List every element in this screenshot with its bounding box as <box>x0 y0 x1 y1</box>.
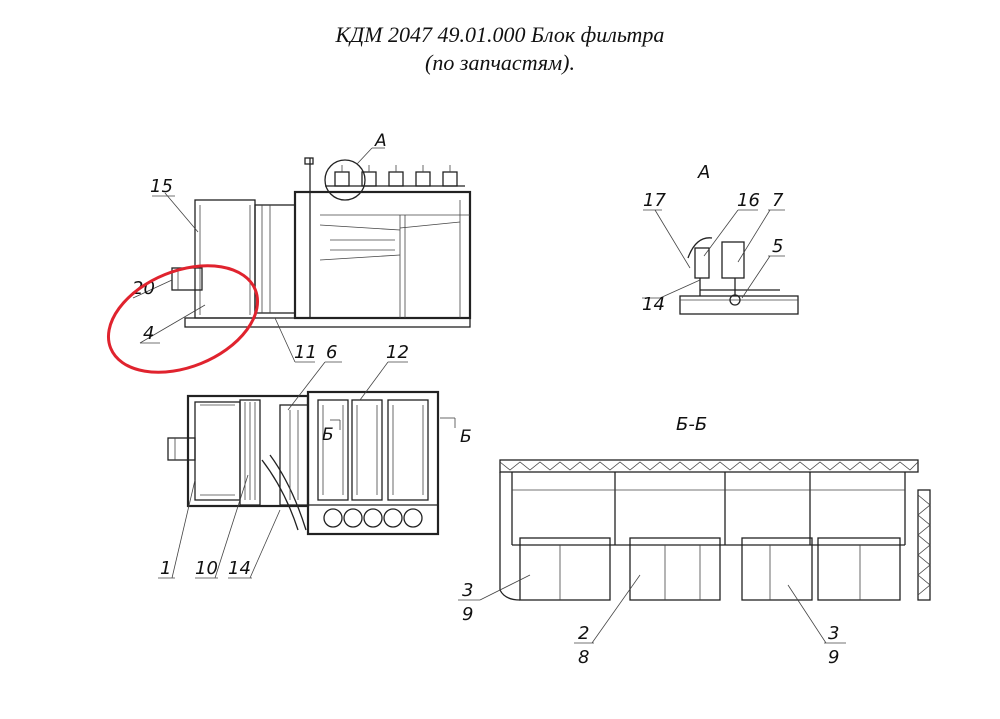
plan-view <box>167 390 456 536</box>
section-mark-left: Б <box>322 425 334 445</box>
part-label-1: 1 <box>160 558 171 579</box>
part-label-5: 5 <box>772 236 783 257</box>
leader-16 <box>703 209 739 257</box>
part-label-3-right: 3 <box>828 623 839 644</box>
part-label-4: 4 <box>143 323 154 344</box>
part-label-12: 12 <box>386 342 409 363</box>
part-label-2: 2 <box>578 623 589 644</box>
leader-14-detail <box>659 279 701 299</box>
part-label-7: 7 <box>772 190 784 211</box>
leader-15 <box>164 192 199 233</box>
leader-10 <box>214 474 249 579</box>
part-label-11: 11 <box>294 342 317 363</box>
section-bb-view <box>499 459 931 601</box>
part-label-14-detail: 14 <box>642 294 665 315</box>
leader-1 <box>171 479 196 579</box>
leader-12 <box>359 361 389 401</box>
leader-20 <box>132 279 173 299</box>
detail-a-view <box>679 237 799 315</box>
leader-2-8 <box>591 574 641 644</box>
section-mark-right: Б <box>460 427 472 447</box>
part-label-6: 6 <box>326 342 337 363</box>
leader-6 <box>287 361 326 411</box>
highlight-ellipse <box>106 264 260 374</box>
detail-a-callout-label: А <box>374 131 387 151</box>
part-label-17: 17 <box>643 190 666 211</box>
leader-4 <box>139 304 206 344</box>
part-label-8: 8 <box>578 647 589 668</box>
leader-7 <box>737 209 771 263</box>
part-label-10: 10 <box>195 558 218 579</box>
leader-3-9-left <box>479 574 531 601</box>
part-label-16: 16 <box>737 190 760 211</box>
drawing-title: КДМ 2047 49.01.000 Блок фильтра <box>335 22 665 47</box>
section-bb-title: Б-Б <box>676 414 707 435</box>
part-label-3-left: 3 <box>462 580 473 601</box>
part-label-9-left: 9 <box>462 604 473 625</box>
detail-a-title: А <box>697 162 710 183</box>
leader-17 <box>654 209 691 269</box>
part-label-14-plan: 14 <box>228 558 251 579</box>
leader-14-plan <box>249 509 281 579</box>
part-label-15: 15 <box>150 176 173 197</box>
leader-5 <box>741 255 771 299</box>
leader-3-9-right <box>787 584 827 644</box>
drawing-subtitle: (по запчастям). <box>425 50 575 75</box>
side-view <box>171 147 472 328</box>
part-label-9-right: 9 <box>828 647 839 668</box>
leader-11 <box>274 317 296 363</box>
